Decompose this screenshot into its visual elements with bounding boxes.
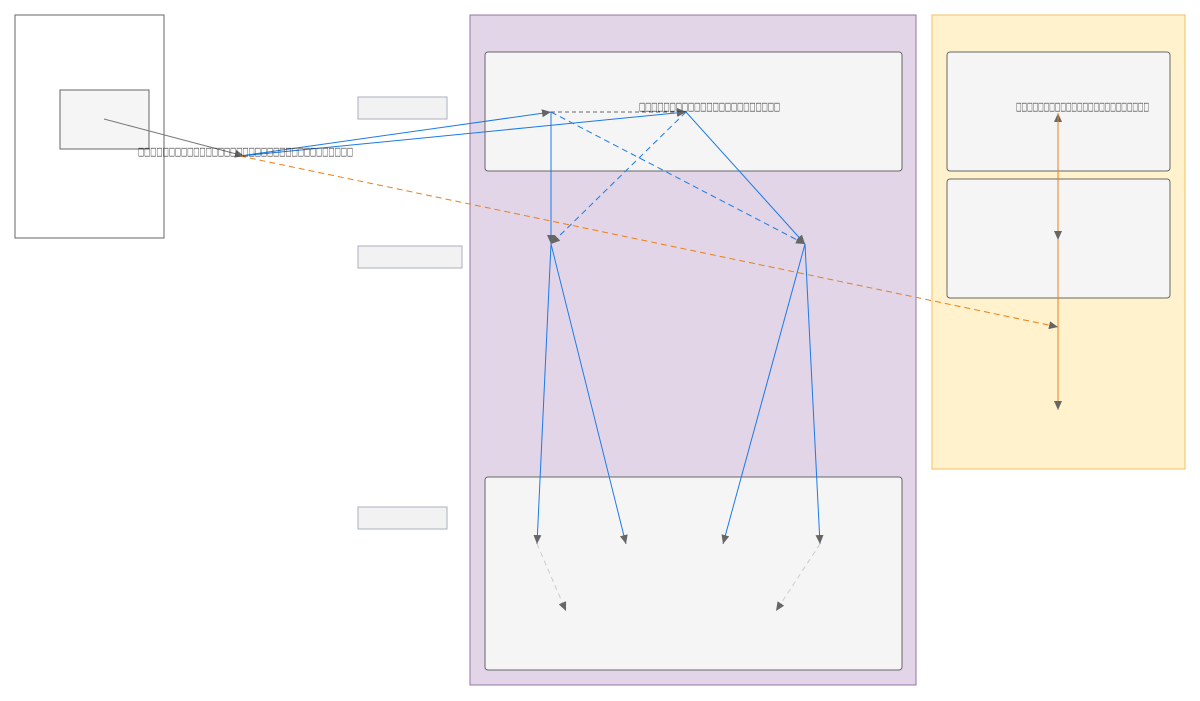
- edge-top-left-to-mid-right: [550, 111, 806, 245]
- edge-external-to-hub: [103, 118, 245, 158]
- right-panel-label: □□□□□□□□□□□□□□□□□□□□□□□□: [1016, 100, 1149, 113]
- bottom-panel[interactable]: [484, 476, 903, 671]
- top-panel-label: □□□□□□□□□□□□□□□□□□□□□□□: [639, 100, 780, 113]
- edge-hub-to-top-right: [239, 108, 687, 157]
- edge-bottom-1-to-sink-left: [536, 543, 567, 612]
- edge-mid-right-to-bottom-3: [721, 243, 806, 545]
- row-label-box-3: [357, 506, 448, 530]
- edge-top-right-to-mid-left: [550, 111, 687, 245]
- edge-bottom-4-to-sink-right: [775, 543, 821, 612]
- edge-mid-left-to-bottom-2: [550, 243, 628, 545]
- row-label-box-1: [357, 96, 448, 120]
- edge-top-right-to-mid-right: [685, 111, 806, 245]
- top-panel[interactable]: [484, 51, 903, 172]
- external-edge-label: □□□□□□□□□□□□□□□□□□□□□□□□□□□□□□□□□□□: [138, 145, 353, 158]
- edge-hub-to-top-left: [239, 109, 552, 157]
- edge-mid-right-to-bottom-4: [804, 243, 824, 545]
- edge-mid-left-to-bottom-1: [533, 243, 552, 545]
- row-label-box-2: [357, 245, 463, 269]
